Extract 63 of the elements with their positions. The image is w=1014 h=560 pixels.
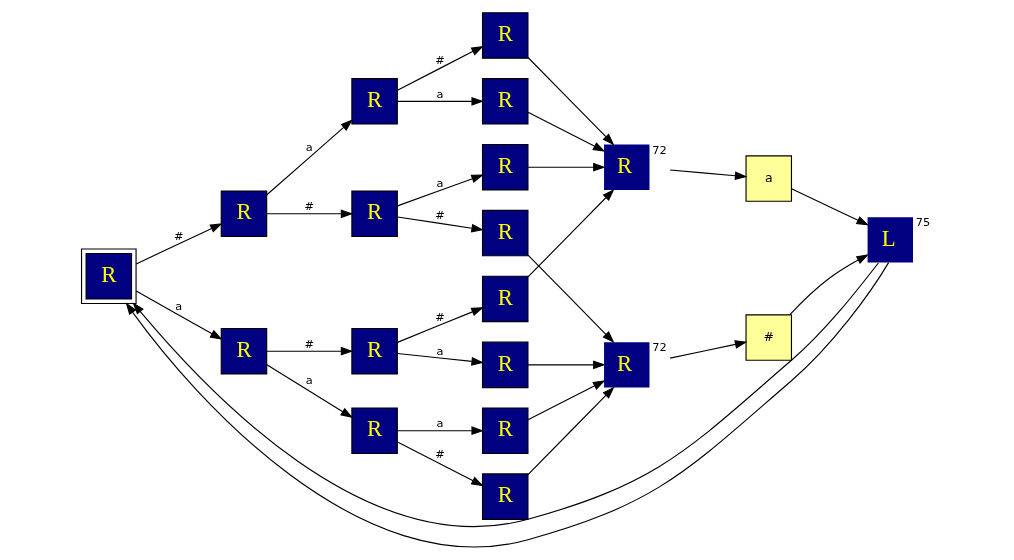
edge-label: #: [173, 228, 183, 243]
node-box: R: [481, 209, 529, 257]
arrow: [526, 111, 605, 152]
node-label: 72: [651, 142, 667, 157]
node-box: L: [867, 217, 913, 263]
node-box: R: [350, 327, 398, 375]
arrow: [396, 216, 484, 233]
arrow: [526, 162, 606, 172]
arrow: [526, 386, 614, 476]
edge-label: a: [435, 416, 443, 431]
edge-label: #: [304, 336, 314, 351]
node-box: R: [481, 143, 529, 191]
node-box: R: [603, 342, 649, 388]
arrow: [526, 254, 614, 344]
node-box: R: [481, 78, 529, 125]
arrow: [396, 352, 484, 366]
arrow: [790, 188, 869, 226]
node-box: R: [220, 327, 267, 375]
edge-label: #: [434, 446, 445, 461]
edge-label: #: [434, 208, 445, 223]
node-label: 75: [915, 215, 930, 230]
arrow: [526, 380, 605, 421]
node-box: R: [481, 407, 529, 454]
edge-label: a: [305, 140, 313, 155]
node-box: R: [350, 78, 398, 125]
node-box: R: [481, 341, 529, 389]
arrow: [265, 364, 353, 419]
arrow: [396, 441, 484, 487]
arrow: [526, 56, 614, 146]
edge-label: a: [435, 343, 443, 358]
arrow: [396, 45, 484, 91]
arrow: [526, 188, 614, 278]
node-box: R: [481, 12, 529, 59]
node-box: R: [603, 144, 649, 190]
arrow: [669, 169, 747, 181]
arrow: [526, 360, 606, 370]
arrow: [265, 209, 353, 219]
node-box: R: [350, 407, 398, 454]
edge-label: a: [435, 86, 443, 101]
edge-label: a: [305, 373, 313, 388]
arrow: [396, 174, 484, 207]
arrow: [396, 426, 484, 436]
edge-label: #: [434, 52, 445, 67]
node-box: R: [481, 473, 529, 520]
arrow: [788, 254, 869, 316]
node-box: R: [481, 275, 529, 323]
edge-label: #: [434, 309, 445, 324]
edge-label: a: [174, 299, 182, 314]
node-label: 72: [651, 340, 667, 355]
node-box: R: [80, 248, 137, 305]
edge-label: a: [435, 175, 443, 190]
node-box: a: [744, 155, 792, 202]
edge-label: #: [304, 199, 314, 214]
node-box: R: [220, 190, 267, 238]
arrow: [669, 340, 747, 359]
arrow: [265, 346, 353, 356]
arrow: [396, 307, 484, 343]
arrow: [135, 223, 223, 265]
node-box: R: [350, 190, 398, 238]
arrow: [396, 96, 484, 106]
node-box: #: [744, 314, 792, 361]
arrow: [135, 290, 223, 340]
arrow: [265, 119, 353, 196]
